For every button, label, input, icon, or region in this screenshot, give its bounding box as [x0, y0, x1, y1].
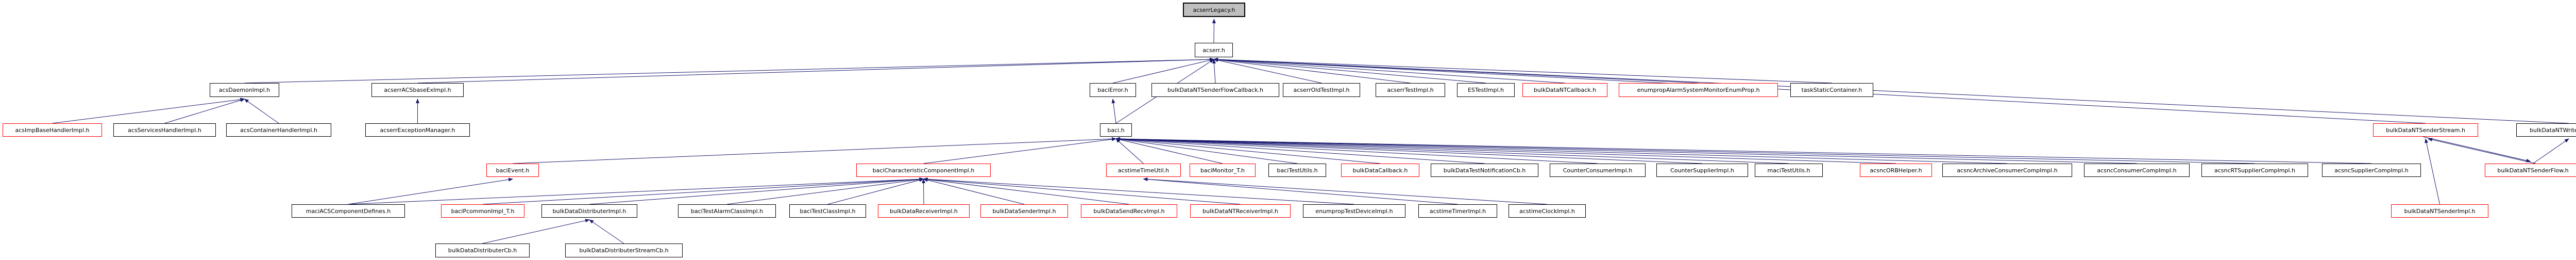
graph-node-acstimeClockImpl[interactable]: acstimeClockImpl.h [1509, 204, 1586, 218]
graph-edge-acstimeTimerImpl-to-acstimeTimeUtil [1143, 177, 1458, 205]
graph-edge-maciACSComponentDefines-to-baciEvent [348, 177, 513, 205]
graph-edge-maciACSComponentDefines-to-baciCharacteristicComponentImpl [348, 177, 924, 205]
graph-node-bulkDataNTReceiverImpl[interactable]: bulkDataNTReceiverImpl.h [1190, 204, 1291, 218]
graph-node-bulkDataDistributerImpl[interactable]: bulkDataDistributerImpl.h [541, 204, 637, 218]
graph-node-baciTestClassImpl[interactable]: baciTestClassImpl.h [789, 204, 866, 218]
graph-edge-bulkDataSendRecvImpl-to-baciCharacteristicComponentImpl [923, 177, 1129, 205]
graph-edge-bulkDataCallback-to-baci [1115, 137, 1381, 164]
graph-node-bulkDataNTCallback[interactable]: bulkDataNTCallback.h [1522, 83, 1607, 97]
graph-node-bulkDataTestNotificationCb[interactable]: bulkDataTestNotificationCb.h [1431, 164, 1538, 177]
graph-node-enumpropTestDeviceImpl[interactable]: enumpropTestDeviceImpl.h [1303, 204, 1405, 218]
graph-edge-baciTestAlarmClassImpl-to-baciCharacteristicComponentImpl [726, 177, 924, 205]
graph-node-baciPcommonImpl_T[interactable]: baciPcommonImpl_T.h [441, 204, 524, 218]
graph-edge-bulkDataDistributerStreamCb-to-bulkDataDistributerImpl [589, 219, 624, 244]
graph-node-acsContainerHandlerImpl[interactable]: acsContainerHandlerImpl.h [226, 123, 331, 137]
graph-edge-acsncSupplierCompImpl-to-baci [1115, 137, 2372, 164]
graph-edge-ESTestImpl-to-acserr [1213, 58, 1486, 84]
graph-node-baciEvent[interactable]: baciEvent.h [486, 164, 539, 177]
graph-node-acstimeTimeUtil[interactable]: acstimeTimeUtil.h [1106, 164, 1181, 177]
graph-edge-taskStaticContainer-to-acserr [1213, 57, 1832, 84]
graph-edge-bulkDataDistributerCb-to-bulkDataDistributerImpl [482, 219, 590, 244]
graph-edge-acserrTestImpl-to-acserr [1213, 58, 1411, 84]
graph-edge-acsncConsumerCompImpl-to-baci [1115, 137, 2137, 164]
graph-edge-bulkDataNTSenderFlow-to-bulkDataNTSenderStream [2428, 138, 2536, 164]
graph-edge-bulkDataNTCallback-to-acserr [1213, 58, 1565, 84]
graph-edge-acsncORBHelper-to-baci [1115, 137, 1896, 164]
graph-node-baciMonitor_T[interactable]: baciMonitor_T.h [1190, 164, 1256, 177]
graph-node-acserrOldTestImpl[interactable]: acserrOldTestImpl.h [1283, 83, 1360, 97]
graph-edge-bulkDataNTSenderFlowCallback-to-acserr [1212, 59, 1216, 84]
graph-edge-bulkDataNTSenderImpl-to-bulkDataNTSenderStream [2425, 138, 2440, 205]
graph-edge-acstimeTimeUtil-to-baci [1115, 138, 1144, 164]
graph-node-bulkDataReceiverImpl[interactable]: bulkDataReceiverImpl.h [878, 204, 970, 218]
graph-edge-baciError-to-acserr [1112, 58, 1214, 84]
graph-node-bulkDataNTWriterListener[interactable]: bulkDataNTWriterListener.h [2516, 123, 2576, 137]
graph-edge-acsncRTSupplierCompImpl-to-baci [1115, 137, 2255, 164]
graph-node-acserr[interactable]: acserr.h [1195, 43, 1233, 57]
graph-edge-enumpropAlarmSystemMonitorEnumProp-to-acserr [1213, 57, 1699, 84]
graph-edge-CounterConsumerImpl-to-baci [1115, 137, 1598, 164]
graph-edge-baciMonitor_T-to-baci [1115, 138, 1223, 164]
graph-node-acsncSupplierCompImpl[interactable]: acsncSupplierCompImpl.h [2322, 164, 2421, 177]
graph-node-bulkDataNTSenderFlowCallback[interactable]: bulkDataNTSenderFlowCallback.h [1151, 83, 1279, 97]
graph-node-bulkDataSendRecvImpl[interactable]: bulkDataSendRecvImpl.h [1081, 204, 1177, 218]
graph-edge-enumpropTestDeviceImpl-to-baciCharacteristicComponentImpl [923, 177, 1354, 205]
graph-node-baciError[interactable]: baciError.h [1090, 83, 1136, 97]
graph-node-enumpropAlarmSystemMonitorEnumProp[interactable]: enumpropAlarmSystemMonitorEnumProp.h [1619, 83, 1778, 97]
graph-node-bulkDataNTSenderImpl[interactable]: bulkDataNTSenderImpl.h [2391, 204, 2488, 218]
graph-node-maciACSComponentDefines[interactable]: maciACSComponentDefines.h [292, 204, 405, 218]
graph-edge-acsContainerHandlerImpl-to-acsDaemonImpl [244, 99, 279, 124]
graph-node-baci[interactable]: baci.h [1100, 123, 1132, 137]
graph-node-acserrACSbaseExImpl[interactable]: acserrACSbaseExImpl.h [371, 83, 464, 97]
graph-node-acserrExceptionManager[interactable]: acserrExceptionManager.h [365, 123, 470, 137]
graph-edge-acstimeClockImpl-to-acstimeTimeUtil [1143, 177, 1548, 205]
graph-node-bulkDataDistributerCb[interactable]: bulkDataDistributerCb.h [435, 243, 530, 257]
graph-node-bulkDataNTSenderStream[interactable]: bulkDataNTSenderStream.h [2373, 123, 2478, 137]
graph-edge-acserrACSbaseExImpl-to-acserr [417, 57, 1214, 84]
graph-edge-acserrOldTestImpl-to-acserr [1213, 58, 1322, 84]
graph-node-CounterConsumerImpl[interactable]: CounterConsumerImpl.h [1550, 164, 1646, 177]
graph-node-bulkDataNTSenderFlow[interactable]: bulkDataNTSenderFlow.h [2485, 164, 2576, 177]
graph-edge-baciTestClassImpl-to-baciCharacteristicComponentImpl [827, 178, 924, 205]
graph-edge-acsDaemonImpl-to-acserr [244, 57, 1214, 84]
graph-node-CounterSupplierImpl[interactable]: CounterSupplierImpl.h [1656, 164, 1748, 177]
graph-node-baciTestAlarmClassImpl[interactable]: baciTestAlarmClassImpl.h [678, 204, 776, 218]
graph-edge-baciTestUtils-to-baci [1115, 137, 1298, 164]
graph-node-acstimeTimerImpl[interactable]: acstimeTimerImpl.h [1418, 204, 1497, 218]
graph-edge-CounterSupplierImpl-to-baci [1115, 137, 1703, 164]
graph-edge-baciCharacteristicComponentImpl-to-baci [923, 137, 1116, 164]
graph-node-bulkDataCallback[interactable]: bulkDataCallback.h [1341, 164, 1419, 177]
graph-node-acserrTestImpl[interactable]: acserrTestImpl.h [1376, 83, 1445, 97]
graph-edge-acsServicesHandlerImpl-to-acsDaemonImpl [164, 98, 245, 124]
graph-node-acsImpBaseHandlerImpl[interactable]: acsImpBaseHandlerImpl.h [3, 123, 102, 137]
graph-node-bulkDataSenderImpl[interactable]: bulkDataSenderImpl.h [980, 204, 1068, 218]
graph-node-acserrLegacy: acserrLegacy.h [1183, 3, 1245, 17]
graph-edge-maciTestUtils-to-baci [1115, 137, 1789, 164]
graph-node-acsncORBHelper[interactable]: acsncORBHelper.h [1860, 164, 1932, 177]
graph-node-taskStaticContainer[interactable]: taskStaticContainer.h [1790, 83, 1873, 97]
graph-edge-bulkDataTestNotificationCb-to-baci [1115, 137, 1485, 164]
graph-edge-acsncArchiveConsumerCompImpl-to-baci [1115, 137, 2008, 164]
graph-node-ESTestImpl[interactable]: ESTestImpl.h [1457, 83, 1515, 97]
graph-edge-baciPcommonImpl_T-to-baciCharacteristicComponentImpl [482, 177, 924, 205]
graph-node-bulkDataDistributerStreamCb[interactable]: bulkDataDistributerStreamCb.h [565, 243, 683, 257]
graph-edge-bulkDataDistributerImpl-to-baciCharacteristicComponentImpl [589, 177, 924, 205]
graph-edge-baci-to-baciError [1111, 99, 1116, 124]
graph-node-acsServicesHandlerImpl[interactable]: acsServicesHandlerImpl.h [113, 123, 216, 137]
graph-node-baciTestUtils[interactable]: baciTestUtils.h [1268, 164, 1326, 177]
graph-node-maciTestUtils[interactable]: maciTestUtils.h [1755, 164, 1823, 177]
graph-edge-acsImpBaseHandlerImpl-to-acsDaemonImpl [52, 98, 245, 124]
graph-node-acsncArchiveConsumerCompImpl[interactable]: acsncArchiveConsumerCompImpl.h [1942, 164, 2072, 177]
graph-node-acsncRTSupplierCompImpl[interactable]: acsncRTSupplierCompImpl.h [2201, 164, 2308, 177]
graph-edge-bulkDataNTReceiverImpl-to-baciCharacteristicComponentImpl [923, 177, 1241, 205]
graph-node-acsncConsumerCompImpl[interactable]: acsncConsumerCompImpl.h [2084, 164, 2190, 177]
graph-edge-baciEvent-to-baci [512, 137, 1116, 164]
graph-edge-bulkDataNTSenderStream-to-bulkDataNTSenderFlow [2422, 136, 2531, 163]
graph-node-acsDaemonImpl[interactable]: acsDaemonImpl.h [210, 83, 279, 97]
graph-edge-bulkDataNTSenderFlow-to-bulkDataNTWriterListener [2533, 138, 2569, 164]
graph-edge-bulkDataSenderImpl-to-baciCharacteristicComponentImpl [923, 178, 1025, 205]
graph-node-baciCharacteristicComponentImpl[interactable]: baciCharacteristicComponentImpl.h [856, 164, 991, 177]
